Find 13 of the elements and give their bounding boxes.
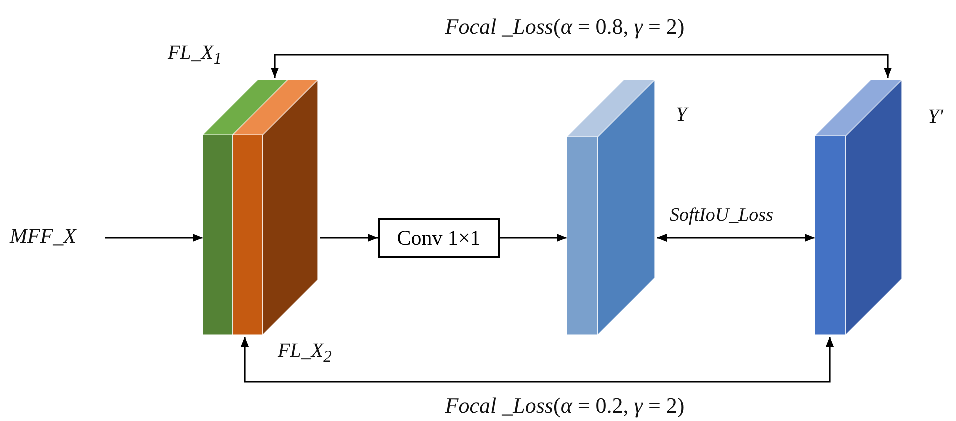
tensor-label: Y [676, 104, 688, 127]
arrow [271, 54, 892, 78]
arrow [500, 234, 567, 242]
edge-label: SoftIoU_Loss [668, 205, 776, 227]
process-box: Conv 1×1 [378, 218, 500, 258]
arrow [105, 234, 203, 242]
tensor-label: Y' [928, 106, 944, 129]
tensor-label: FL_X$_{2}$ [278, 340, 332, 367]
arrow [241, 337, 834, 383]
tensor-label: FL_X$_{1}$ [168, 42, 222, 69]
arrow [657, 234, 815, 242]
input-label: MFF_X [10, 224, 76, 249]
arrow [320, 234, 378, 242]
